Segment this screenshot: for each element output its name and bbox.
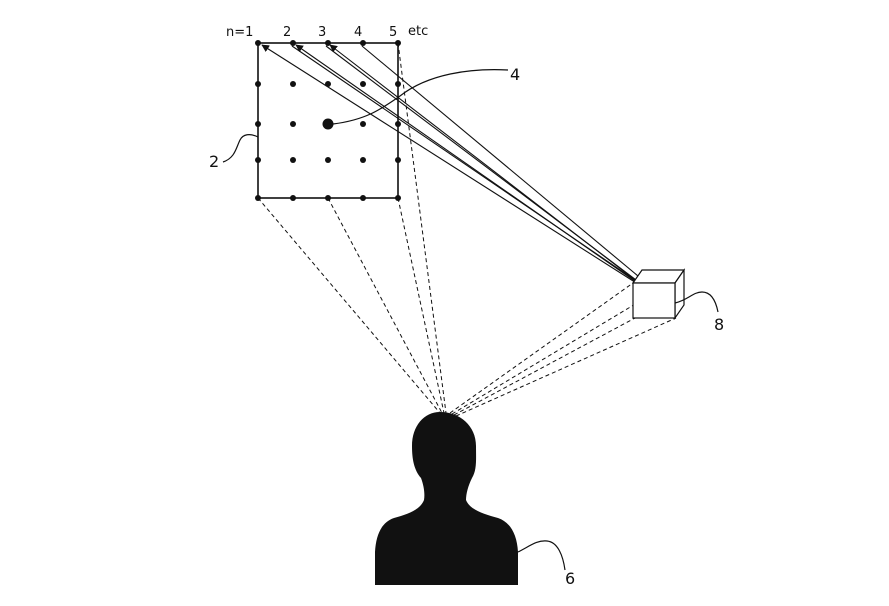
target-dot — [323, 119, 334, 130]
grid-dot — [395, 81, 401, 87]
column-label-5: 5 — [389, 25, 397, 40]
grid-dot — [255, 40, 261, 46]
leader-grid — [223, 135, 258, 162]
grid-dot — [255, 81, 261, 87]
arrow-to-point-1 — [262, 45, 652, 293]
leader-target-dot — [333, 70, 508, 124]
arrow-return-3 — [362, 46, 650, 286]
camera-line-2 — [452, 294, 652, 414]
grid-dot — [290, 121, 296, 127]
grid-dot — [360, 157, 366, 163]
grid-dot — [360, 121, 366, 127]
grid-dot — [290, 40, 296, 46]
arrow-return-1 — [292, 46, 648, 289]
grid-dot — [290, 81, 296, 87]
column-label-4: 4 — [354, 25, 362, 40]
ref-numeral-target: 4 — [510, 65, 520, 84]
column-label-3: 3 — [318, 25, 326, 40]
grid-dot — [255, 157, 261, 163]
person-silhouette — [375, 412, 518, 585]
ref-numeral-camera: 8 — [714, 315, 724, 334]
leader-person — [518, 541, 565, 570]
sightline-bottom-left — [258, 198, 440, 413]
ref-numeral-grid: 2 — [209, 152, 219, 171]
column-label-2: 2 — [283, 25, 291, 40]
sightline-bottom-middle — [328, 198, 442, 413]
grid-dot — [290, 195, 296, 201]
sightline-bottom-right — [398, 198, 444, 413]
camera-line-3 — [454, 318, 635, 415]
ref-numeral-person: 6 — [565, 569, 575, 588]
leader-lines — [223, 70, 718, 570]
column-label-etc: etc — [408, 24, 428, 39]
grid-dot — [395, 157, 401, 163]
grid-dot — [360, 81, 366, 87]
grid-dot — [360, 40, 366, 46]
grid-dot — [360, 195, 366, 201]
grid-dot — [290, 157, 296, 163]
camera-line-1 — [450, 283, 633, 413]
gaze-sightlines — [258, 43, 446, 413]
column-label-n1: n=1 — [226, 25, 253, 40]
grid-dot — [255, 121, 261, 127]
sightline-top-right — [398, 43, 446, 413]
projection-arrows — [262, 45, 652, 293]
camera-line-4 — [456, 318, 676, 416]
grid-dot — [325, 157, 331, 163]
arrow-return-2 — [326, 46, 648, 289]
grid-dot — [395, 121, 401, 127]
camera-box — [633, 270, 684, 318]
